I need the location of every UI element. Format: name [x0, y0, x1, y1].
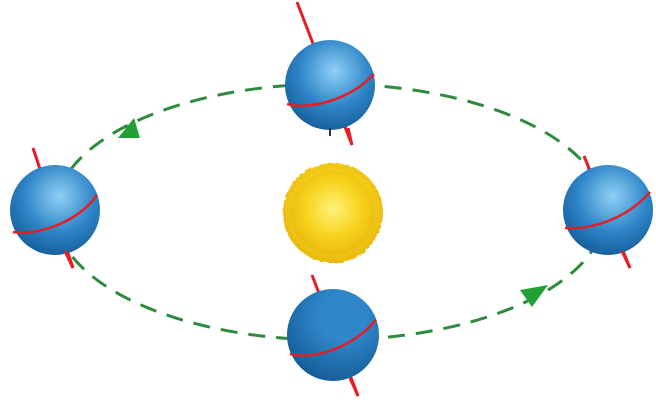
sun — [283, 163, 383, 263]
earth-top — [285, 2, 375, 145]
earth-left — [10, 148, 100, 268]
earth-right — [563, 156, 653, 268]
earth-bottom — [287, 275, 379, 396]
